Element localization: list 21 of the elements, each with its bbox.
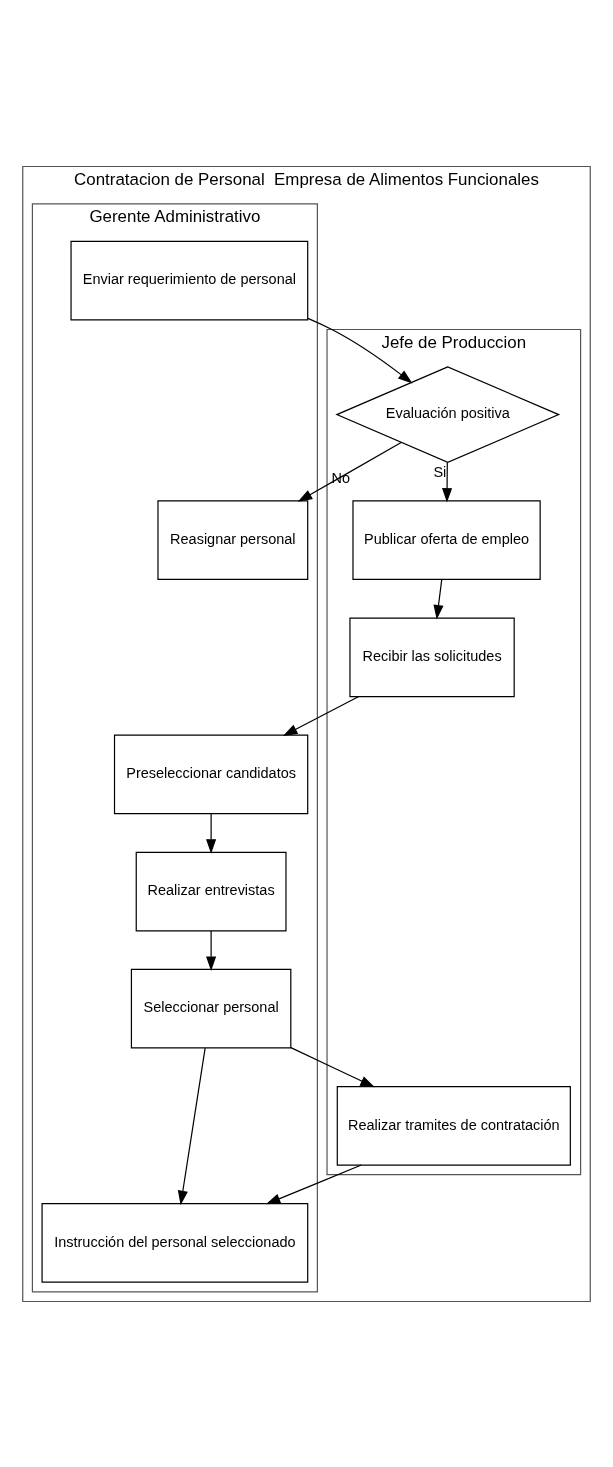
node-diamond: Evaluación positiva: [335, 365, 561, 463]
edge-label: Si: [433, 463, 447, 480]
arrow: [177, 1047, 206, 1205]
node-box: Publicar oferta de empleo: [352, 499, 541, 580]
arrow: [307, 317, 413, 383]
arrow: [433, 578, 444, 619]
node-box: Seleccionar personal: [130, 968, 292, 1049]
node-box: Realizar entrevistas: [135, 851, 287, 931]
arrow: [282, 695, 360, 736]
arrow: [206, 812, 217, 854]
node-box: Reasignar personal: [157, 499, 309, 580]
arrow: [206, 929, 217, 971]
node-box: Instrucción del personal seleccionado: [41, 1202, 309, 1283]
arrow: [290, 1046, 375, 1087]
node-box: Recibir las solicitudes: [349, 616, 515, 697]
node-box: Preseleccionar candidatos: [113, 734, 309, 814]
node-box: Enviar requerimiento de personal: [70, 240, 309, 320]
arrow: [442, 461, 453, 503]
arrow: [297, 441, 402, 502]
node-box: Realizar tramites de contratación: [336, 1085, 571, 1166]
arrow: [265, 1163, 362, 1204]
